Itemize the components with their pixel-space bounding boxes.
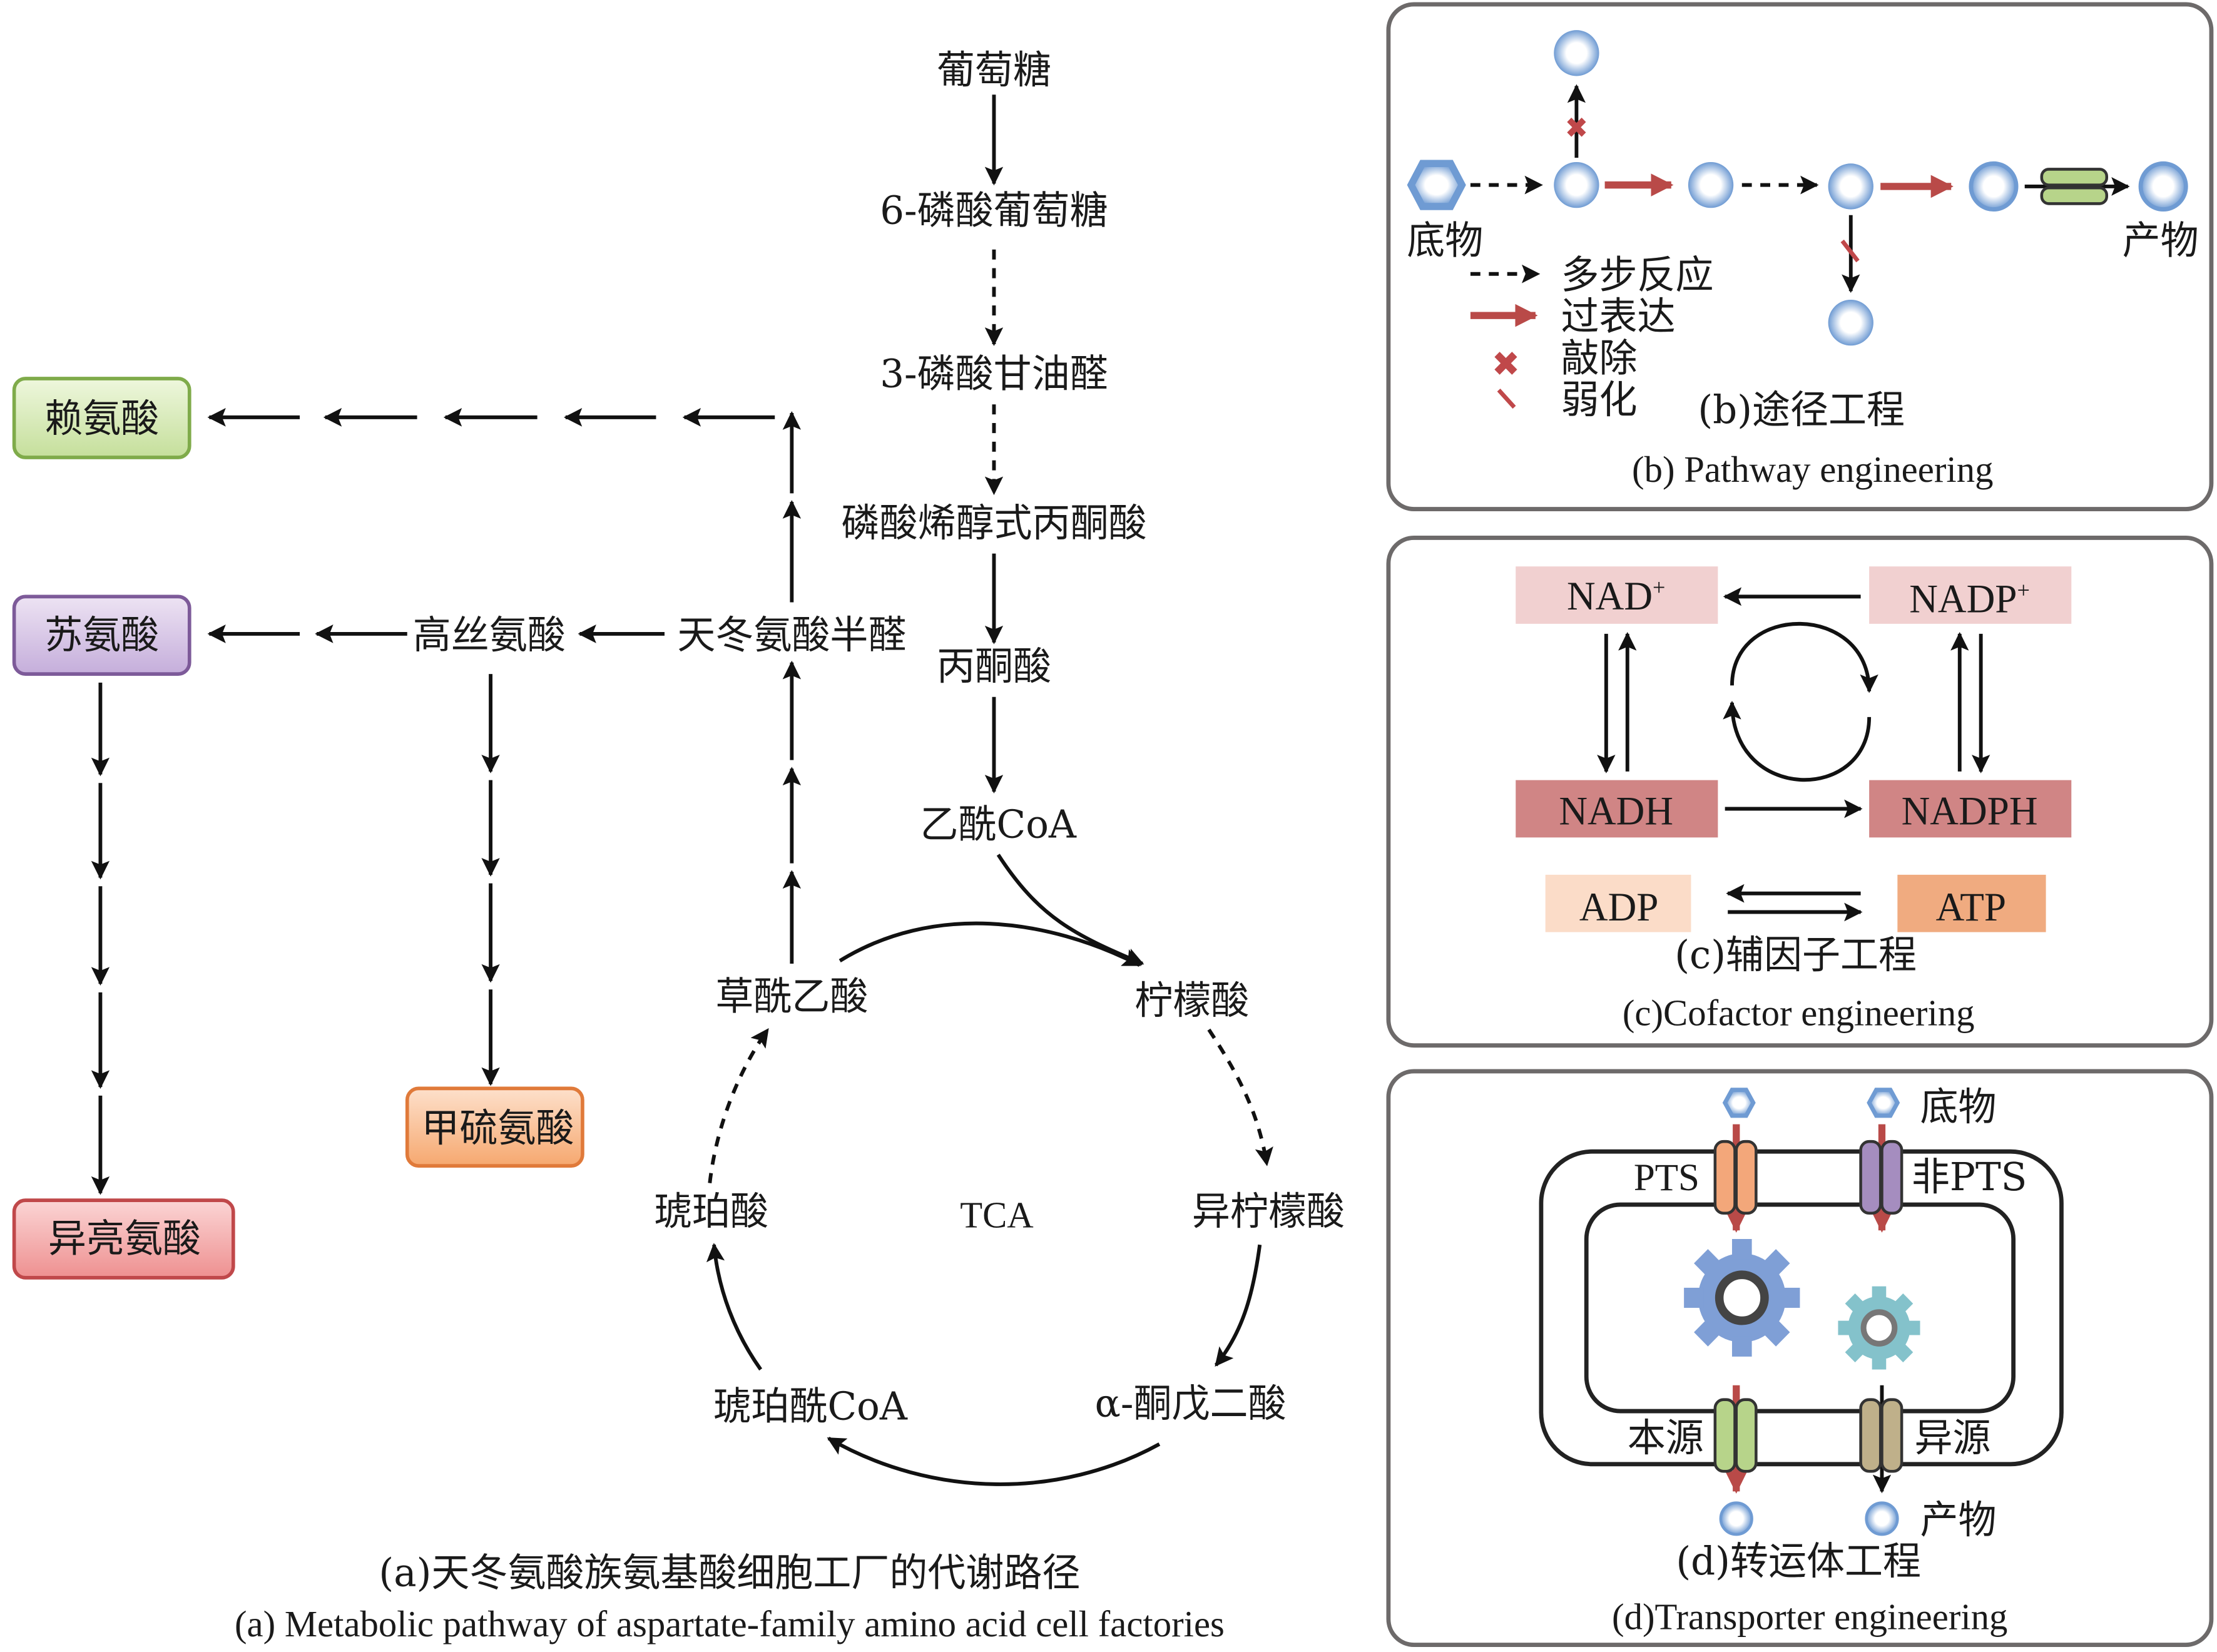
panel-d-transporter-engineering: 底物 PTS 非PTS	[1386, 1069, 2214, 1647]
arrow-akg-to-succinylcoa	[827, 1436, 1161, 1486]
svg-text:NAD+: NAD+	[1567, 574, 1665, 618]
node-succinyl-coa: 琥珀酰CoA	[713, 1384, 907, 1429]
caption-d-zh: (d)转运体工程	[1676, 1539, 1921, 1584]
molecule-icon	[1688, 161, 1734, 208]
molecule-icon	[2138, 161, 2188, 212]
native-transporter-icon	[1713, 1398, 1758, 1473]
node-oxaloacetate: 草酰乙酸	[715, 974, 868, 1019]
product-icon-heterologous	[1865, 1501, 1899, 1536]
gear-large-icon	[1684, 1239, 1800, 1357]
box-nadh: NADH	[1516, 780, 1718, 838]
caption-c-zh: (c)辅因子工程	[1674, 932, 1917, 977]
node-tca: TCA	[960, 1194, 1034, 1235]
nad-plus-label: NAD	[1567, 574, 1653, 618]
arrow-oxaloacetate-to-citrate	[838, 921, 1141, 967]
box-nadp-plus: NADP+	[1869, 566, 2072, 624]
substrate-icon-nonpts	[1867, 1088, 1900, 1118]
atp-label: ATP	[1936, 885, 2006, 929]
product-methionine-label: 甲硫氨酸	[421, 1106, 574, 1151]
nadh-label: NADH	[1559, 788, 1673, 833]
legend-cross-icon: ✖	[1492, 344, 1520, 384]
node-citrate: 柠檬酸	[1134, 979, 1249, 1023]
dashed-arrow-citrate-to-isocitrate	[1207, 1028, 1273, 1166]
label-heterologous: 异源	[1914, 1416, 1990, 1461]
box-atp: ATP	[1897, 874, 2046, 932]
nadph-label: NADPH	[1902, 788, 2038, 833]
caption-b-en: (b) Pathway engineering	[1632, 449, 1993, 490]
caption-b-zh: (b)途径工程	[1698, 388, 1905, 432]
node-succinate: 琥珀酸	[654, 1190, 768, 1234]
product-isoleucine-label: 异亮氨酸	[48, 1216, 201, 1261]
panel-b-frame	[1386, 2, 2214, 511]
gear-small-icon	[1838, 1286, 1920, 1370]
legend-attenuate-label: 弱化	[1561, 378, 1638, 422]
nadp-plus-sup: +	[2017, 578, 2029, 603]
caption-c-en: (c)Cofactor engineering	[1623, 992, 1975, 1033]
molecule-icon	[1828, 163, 1873, 210]
node-g3p: 3-磷酸甘油醛	[880, 352, 1108, 396]
legend-slash-icon	[1497, 389, 1516, 409]
label-non-pts: 非PTS	[1912, 1155, 2027, 1200]
panel-c-cofactor-engineering: NAD+ NADP+ NADH NADPH ADP ATP	[1386, 535, 2214, 1048]
substrate-hexagon-icon	[1407, 160, 1466, 210]
box-nad-plus: NAD+	[1516, 566, 1718, 624]
product-icon-native	[1719, 1501, 1753, 1536]
label-pts: PTS	[1634, 1156, 1700, 1199]
caption-d-en: (d)Transporter engineering	[1612, 1596, 2007, 1637]
non-pts-transporter-icon	[1859, 1140, 1904, 1215]
product-methionine: 甲硫氨酸	[405, 1086, 584, 1168]
legend-b: 多步反应 过表达 ✖ 敲除 弱化	[1470, 253, 1714, 422]
node-isocitrate: 异柠檬酸	[1192, 1190, 1345, 1234]
label-native: 本源	[1628, 1416, 1704, 1461]
molecule-icon	[1554, 161, 1599, 208]
molecule-icon	[1554, 30, 1599, 76]
knockout-cross-icon: ✖	[1564, 111, 1588, 145]
caption-a-zh: (a)天冬氨酸族氨基酸细胞工厂的代谢路径	[379, 1551, 1080, 1595]
arrow-acetylcoa-to-citrate	[996, 854, 1144, 966]
arrow-isocitrate-to-akg	[1214, 1244, 1262, 1367]
box-adp: ADP	[1545, 874, 1691, 932]
pts-transporter-icon	[1713, 1140, 1758, 1215]
node-alpha-ketoglutarate: α-酮戊二酸	[1095, 1382, 1287, 1426]
label-substrate-d: 底物	[1920, 1084, 1996, 1129]
node-pyruvate: 丙酮酸	[937, 645, 1051, 689]
caption-a-en: (a) Metabolic pathway of aspartate-famil…	[235, 1603, 1225, 1644]
nad-plus-sup: +	[1653, 575, 1665, 600]
adp-label: ADP	[1579, 885, 1659, 929]
product-lysine: 赖氨酸	[12, 377, 191, 459]
label-product-d: 产物	[1920, 1497, 1996, 1542]
molecule-icon	[1828, 299, 1873, 346]
product-threonine-label: 苏氨酸	[44, 613, 159, 657]
label-product-b: 产物	[2123, 218, 2199, 263]
node-pep: 磷酸烯醇式丙酮酸	[841, 501, 1146, 546]
node-aspartate-semialdehyde: 天冬氨酸半醛	[677, 613, 906, 657]
product-threonine: 苏氨酸	[12, 594, 191, 676]
cycle-arrow-bottom	[1723, 700, 1872, 782]
transporter-icon	[2040, 168, 2109, 205]
label-substrate-b: 底物	[1407, 218, 1483, 263]
outer-membrane	[1539, 1149, 2064, 1467]
svg-text:NADP+: NADP+	[1909, 576, 2030, 621]
node-g6p: 6-磷酸葡萄糖	[880, 188, 1108, 233]
cycle-arrow-top	[1730, 621, 1878, 693]
molecule-icon	[1969, 161, 2019, 212]
node-acetyl-coa: 乙酰CoA	[920, 802, 1077, 847]
product-isoleucine: 异亮氨酸	[12, 1198, 235, 1280]
legend-multistep-label: 多步反应	[1561, 253, 1714, 297]
arrow-succinylcoa-to-succinate	[706, 1243, 763, 1371]
node-homoserine: 高丝氨酸	[413, 613, 566, 657]
heterologous-transporter-icon	[1859, 1398, 1904, 1473]
box-nadph: NADPH	[1869, 780, 2072, 838]
node-glucose: 葡萄糖	[937, 48, 1051, 93]
inner-membrane	[1584, 1202, 2016, 1414]
attenuation-slash-icon	[1840, 239, 1860, 263]
substrate-icon-pts	[1722, 1088, 1756, 1118]
dashed-arrow-succinate-to-oxaloacetate	[708, 1027, 770, 1183]
product-lysine-label: 赖氨酸	[44, 396, 159, 441]
panel-a-metabolic-pathway: 葡萄糖 6-磷酸葡萄糖 3-磷酸甘油醛 磷酸烯醇式丙酮酸 丙酮酸 乙酰CoA T…	[12, 48, 1345, 1644]
panel-b-pathway-engineering: ✖ 底物 产物 多步反应 过表达 ✖ 敲除 弱化 (b)途径工程	[1386, 2, 2214, 511]
legend-knockout-label: 敲除	[1561, 336, 1638, 380]
nadp-plus-label: NADP	[1909, 576, 2017, 621]
legend-overexpress-label: 过表达	[1561, 295, 1676, 339]
